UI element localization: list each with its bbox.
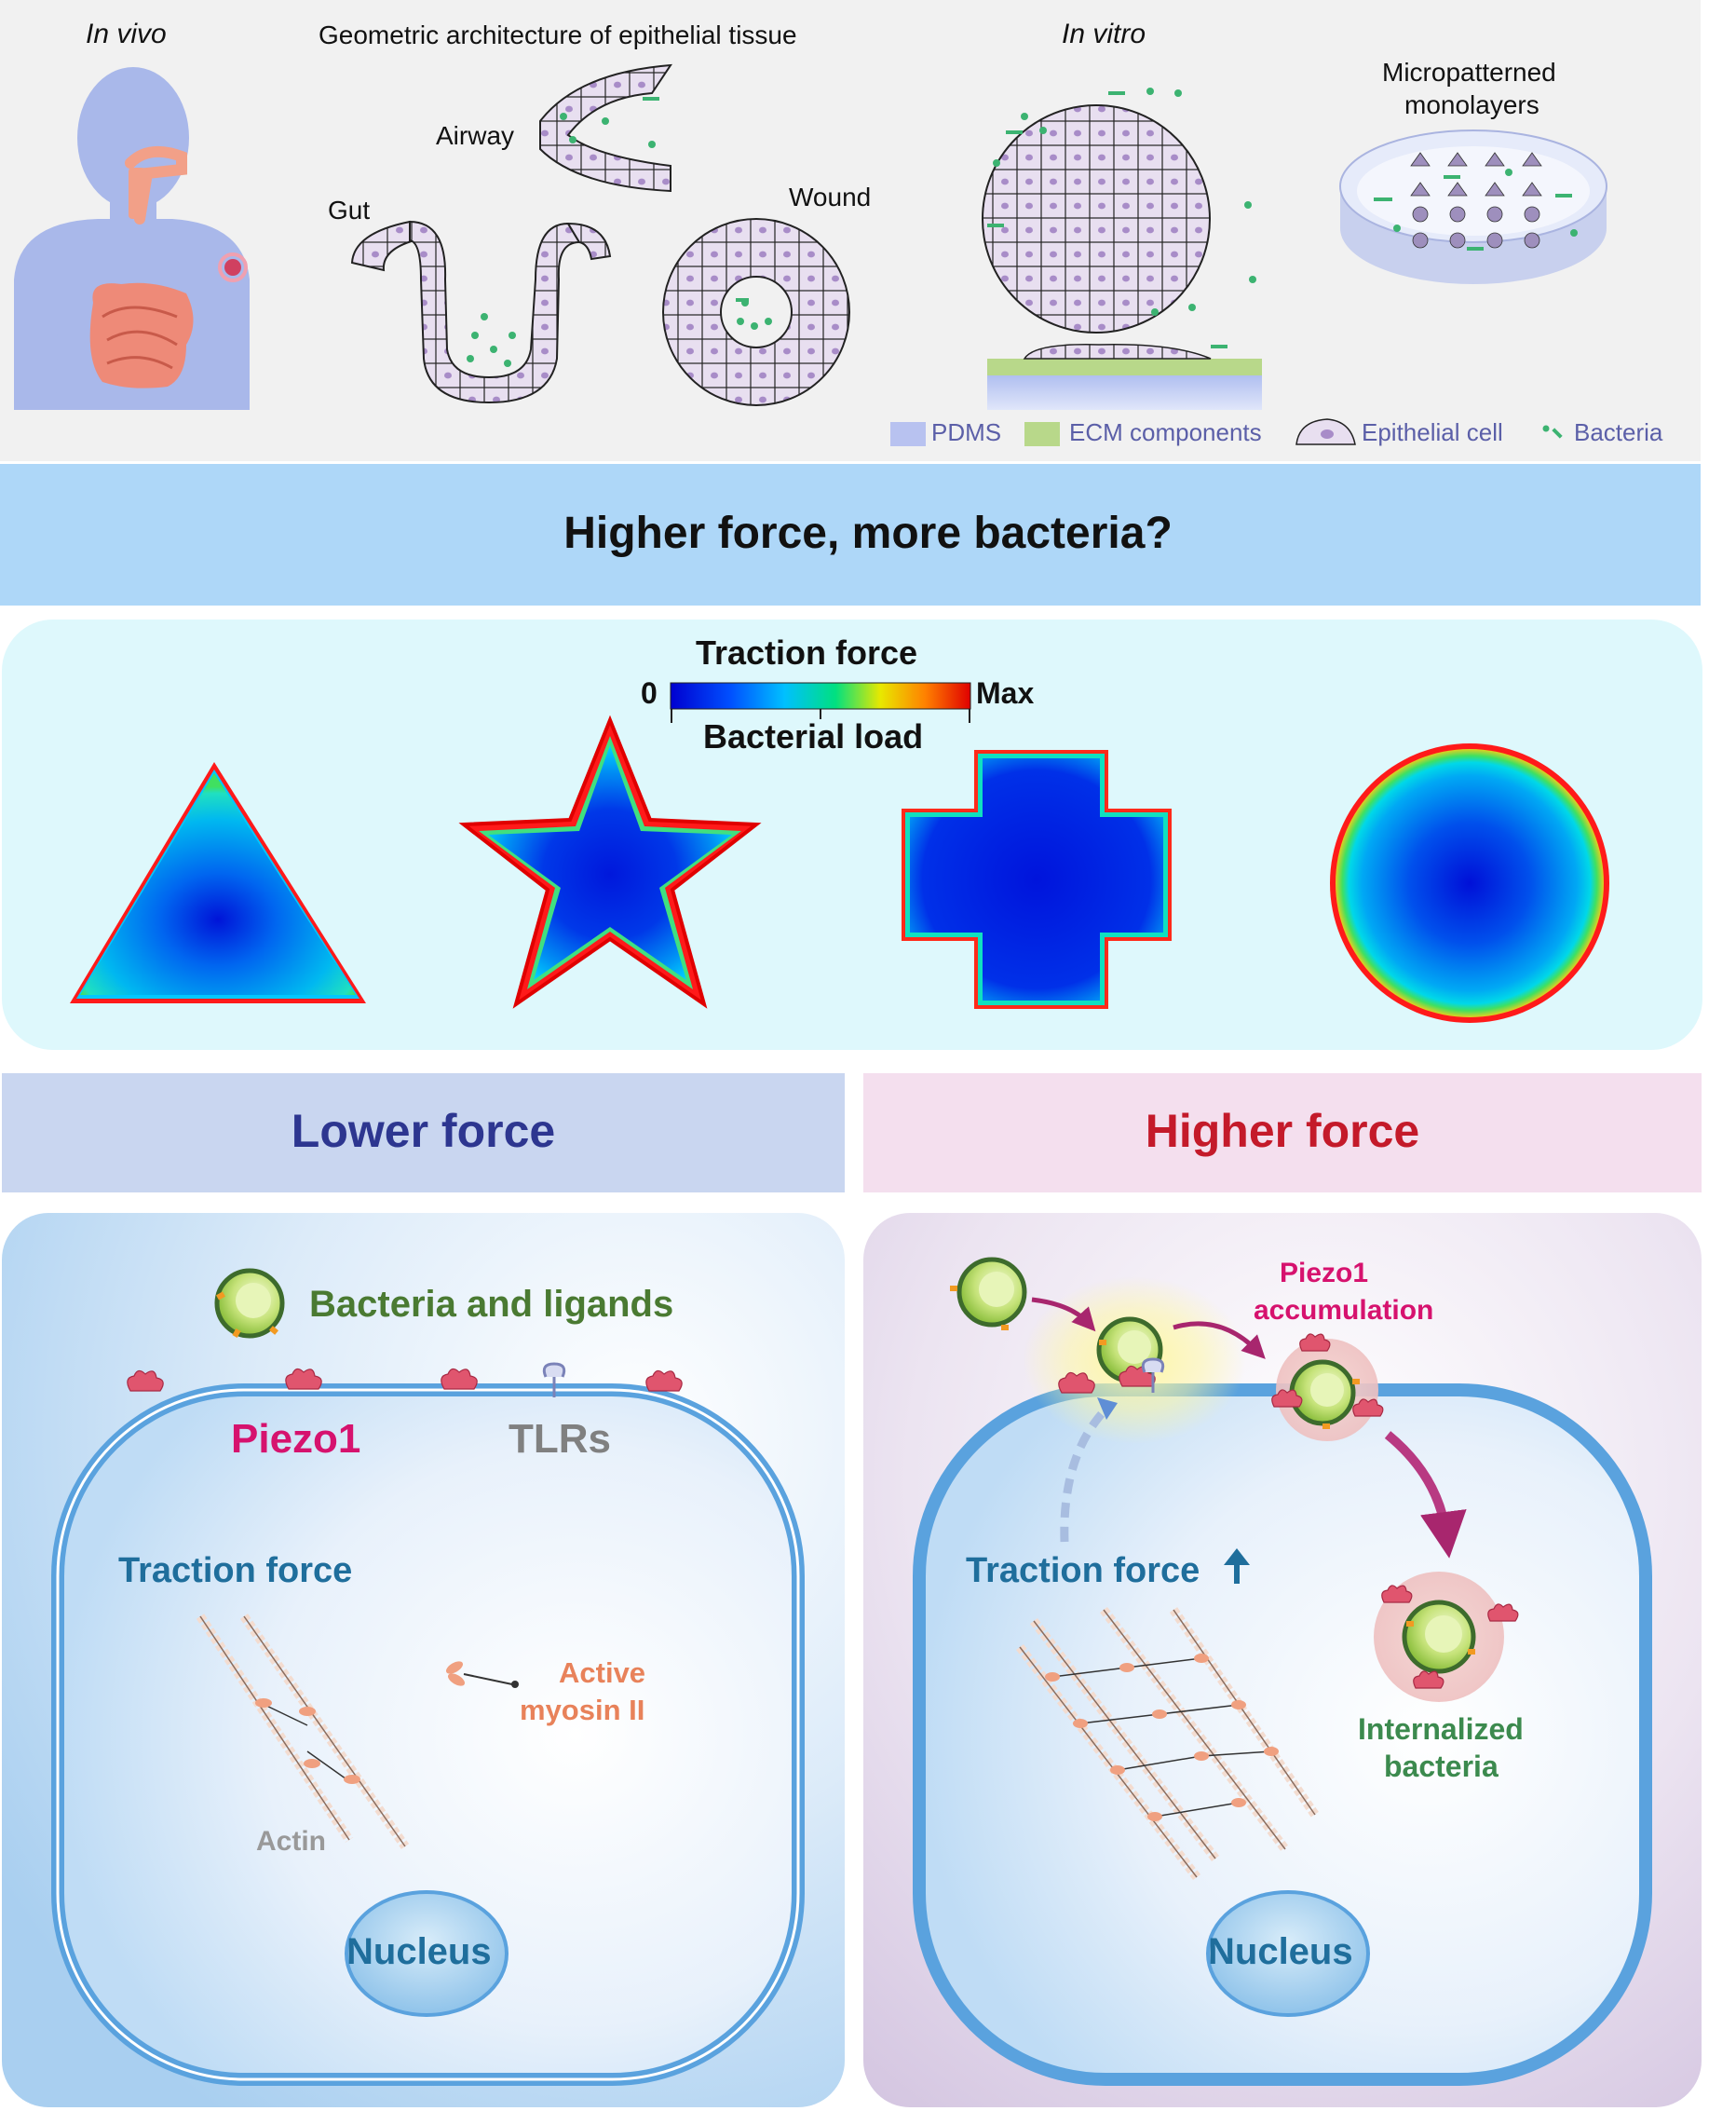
shape-cross: [902, 750, 1172, 1009]
arrow-internalize: [1384, 1431, 1467, 1559]
higher-traction-force-label: Traction force: [966, 1551, 1200, 1590]
question-banner-bg: [0, 464, 1701, 606]
question-banner-text: Higher force, more bacteria?: [563, 509, 1173, 558]
legend-bacteria-icon: [1542, 425, 1563, 439]
lower-piezo1-icons: [127, 1368, 683, 1392]
shape-circle: [1330, 743, 1609, 1023]
lower-header-bg: [2, 1073, 845, 1192]
legend-ecm-label: ECM components: [1069, 418, 1262, 446]
internalized-label-1: Internalized: [1358, 1712, 1524, 1746]
human-silhouette-icon: [14, 67, 250, 410]
lower-tlr-icon: [542, 1362, 566, 1397]
higher-tlr-icon: [1141, 1357, 1165, 1393]
piezo-accumulation-label-1: Piezo1: [1280, 1258, 1369, 1288]
lower-force-header: Lower force: [291, 1105, 556, 1157]
colorbar-subtitle: Bacterial load: [703, 717, 924, 756]
gut-label: Gut: [328, 196, 371, 225]
legend-epithelial-cell-icon: [1295, 418, 1356, 445]
piezo-accumulation-label-2: accumulation: [1254, 1295, 1434, 1326]
colorbar-gradient: [670, 682, 971, 710]
legend-pdms-label: PDMS: [931, 418, 1002, 446]
wound-tissue: [662, 218, 850, 406]
in-vitro-label: In vitro: [1062, 19, 1146, 49]
shape-star: [458, 715, 762, 1009]
piezo1-label: Piezo1: [231, 1416, 361, 1462]
higher-force-header: Higher force: [1145, 1105, 1420, 1157]
legend-pdms-swatch: [890, 422, 926, 446]
active-myosin-label-2: myosin II: [520, 1694, 645, 1726]
gut-tissue: [350, 220, 612, 404]
lower-nucleus-label: Nucleus: [346, 1931, 492, 1972]
active-myosin-icon: [445, 1661, 519, 1688]
ecm-layer: [987, 359, 1262, 375]
higher-nucleus-label: Nucleus: [1208, 1931, 1353, 1972]
colorbar-min-label: 0: [641, 676, 658, 710]
piezo-accumulation-icon: [1271, 1333, 1384, 1441]
micropatterned-label-2: monolayers: [1404, 90, 1539, 119]
bacteria-ligands-label: Bacteria and ligands: [309, 1284, 674, 1325]
airway-tissue: [539, 63, 672, 193]
actin-label: Actin: [256, 1826, 326, 1857]
wound-label: Wound: [789, 183, 872, 211]
lower-traction-force-label: Traction force: [118, 1551, 353, 1590]
active-myosin-label-1: Active: [559, 1656, 646, 1689]
legend-bacteria-label: Bacteria: [1574, 418, 1663, 446]
lower-bacteria-icon: [214, 1268, 285, 1339]
higher-myosin-icons: [1045, 1654, 1279, 1821]
higher-piezo1-icons: [1058, 1365, 1156, 1394]
up-arrow-icon: [1224, 1548, 1250, 1584]
lower-nucleus: [345, 1890, 509, 2017]
higher-header-bg: [863, 1073, 1702, 1192]
geometric-title: Geometric architecture of epithelial tis…: [319, 20, 797, 49]
colorbar-title: Traction force: [696, 633, 918, 672]
legend-ecm-swatch: [1024, 422, 1060, 446]
petri-dish-icon: [1339, 129, 1607, 284]
in-vitro-monolayer: [982, 88, 1262, 410]
micropatterned-label-1: Micropatterned: [1382, 58, 1556, 87]
traction-panel-bg: [2, 620, 1702, 1050]
higher-nucleus: [1206, 1890, 1370, 2017]
arrow-1: [1031, 1297, 1096, 1332]
internalized-label-2: bacteria: [1384, 1750, 1499, 1783]
internalized-bacteria-icon: [1374, 1572, 1519, 1702]
airway-label: Airway: [436, 121, 515, 150]
colorbar-max-label: Max: [976, 676, 1035, 710]
higher-actin-filaments: [1016, 1606, 1320, 1881]
in-vivo-label: In vivo: [86, 19, 167, 49]
pdms-layer: [987, 375, 1262, 410]
legend-epithelial-label: Epithelial cell: [1362, 418, 1503, 446]
shape-triangle: [70, 762, 366, 1003]
tlrs-label: TLRs: [509, 1416, 611, 1462]
colorbar-ticks: [671, 709, 970, 723]
lower-myosin-icons: [255, 1698, 360, 1784]
force-dashed-arrow: [1060, 1403, 1112, 1543]
arrow-2: [1173, 1321, 1266, 1359]
